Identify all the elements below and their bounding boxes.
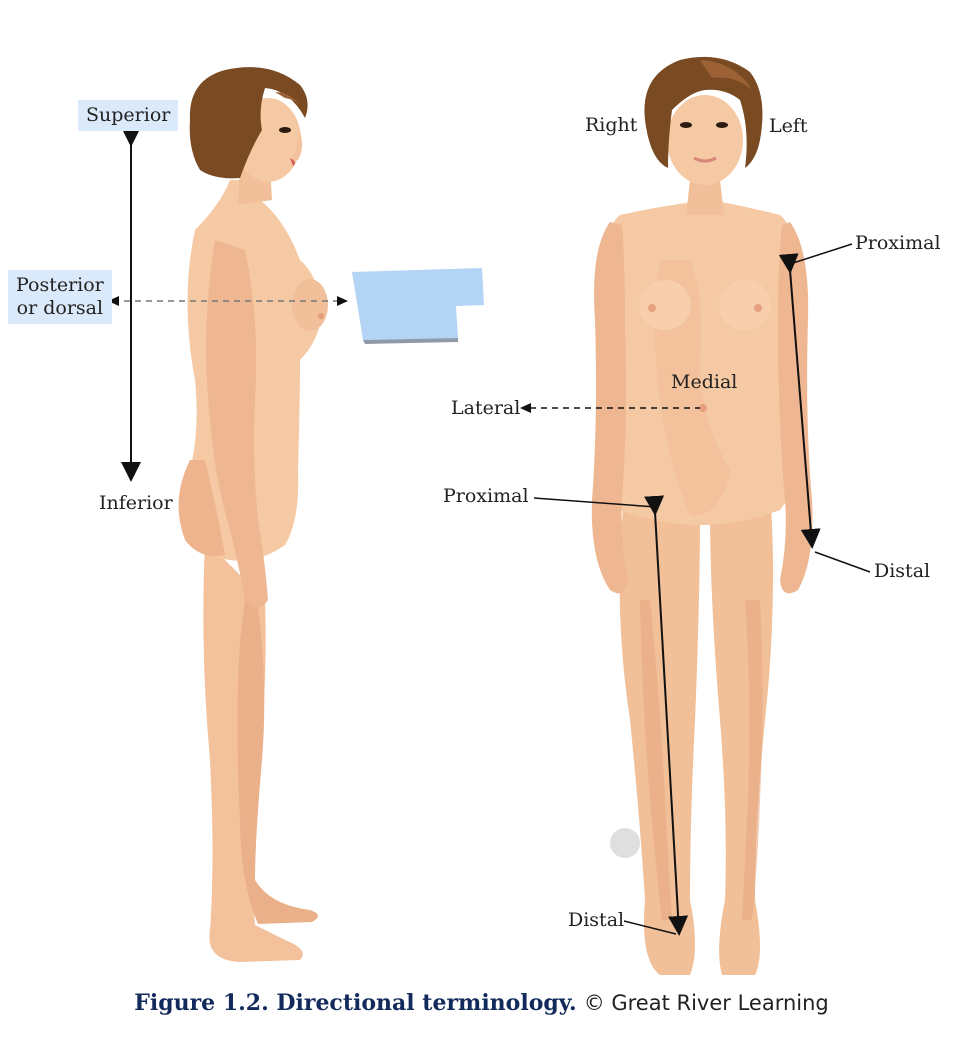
label-posterior-line2: or dorsal bbox=[16, 296, 104, 319]
redaction-box bbox=[352, 268, 484, 344]
label-proximal-arm: Proximal bbox=[855, 232, 941, 254]
arm-proximal-distal-arrow bbox=[778, 243, 871, 573]
caption-credit: © Great River Learning bbox=[583, 991, 829, 1015]
figure-caption: Figure 1.2. Directional terminology. © G… bbox=[0, 990, 963, 1016]
label-distal-arm: Distal bbox=[874, 560, 931, 582]
side-view-figure bbox=[178, 67, 328, 962]
label-posterior: Posterior or dorsal bbox=[8, 270, 112, 324]
label-left: Left bbox=[769, 115, 808, 137]
caption-title: Figure 1.2. Directional terminology. bbox=[134, 990, 577, 1016]
anterior-posterior-arrow bbox=[108, 296, 348, 306]
label-right: Right bbox=[585, 114, 638, 136]
label-lateral: Lateral bbox=[451, 397, 521, 419]
label-distal-leg: Distal bbox=[568, 909, 625, 931]
lateral-arrow bbox=[520, 403, 700, 413]
label-medial: Medial bbox=[671, 371, 738, 393]
label-superior: Superior bbox=[78, 100, 179, 131]
label-inferior: Inferior bbox=[99, 492, 173, 514]
leg-proximal-distal-arrow bbox=[533, 495, 689, 936]
label-posterior-line1: Posterior bbox=[16, 274, 104, 296]
label-proximal-leg: Proximal bbox=[443, 485, 529, 507]
